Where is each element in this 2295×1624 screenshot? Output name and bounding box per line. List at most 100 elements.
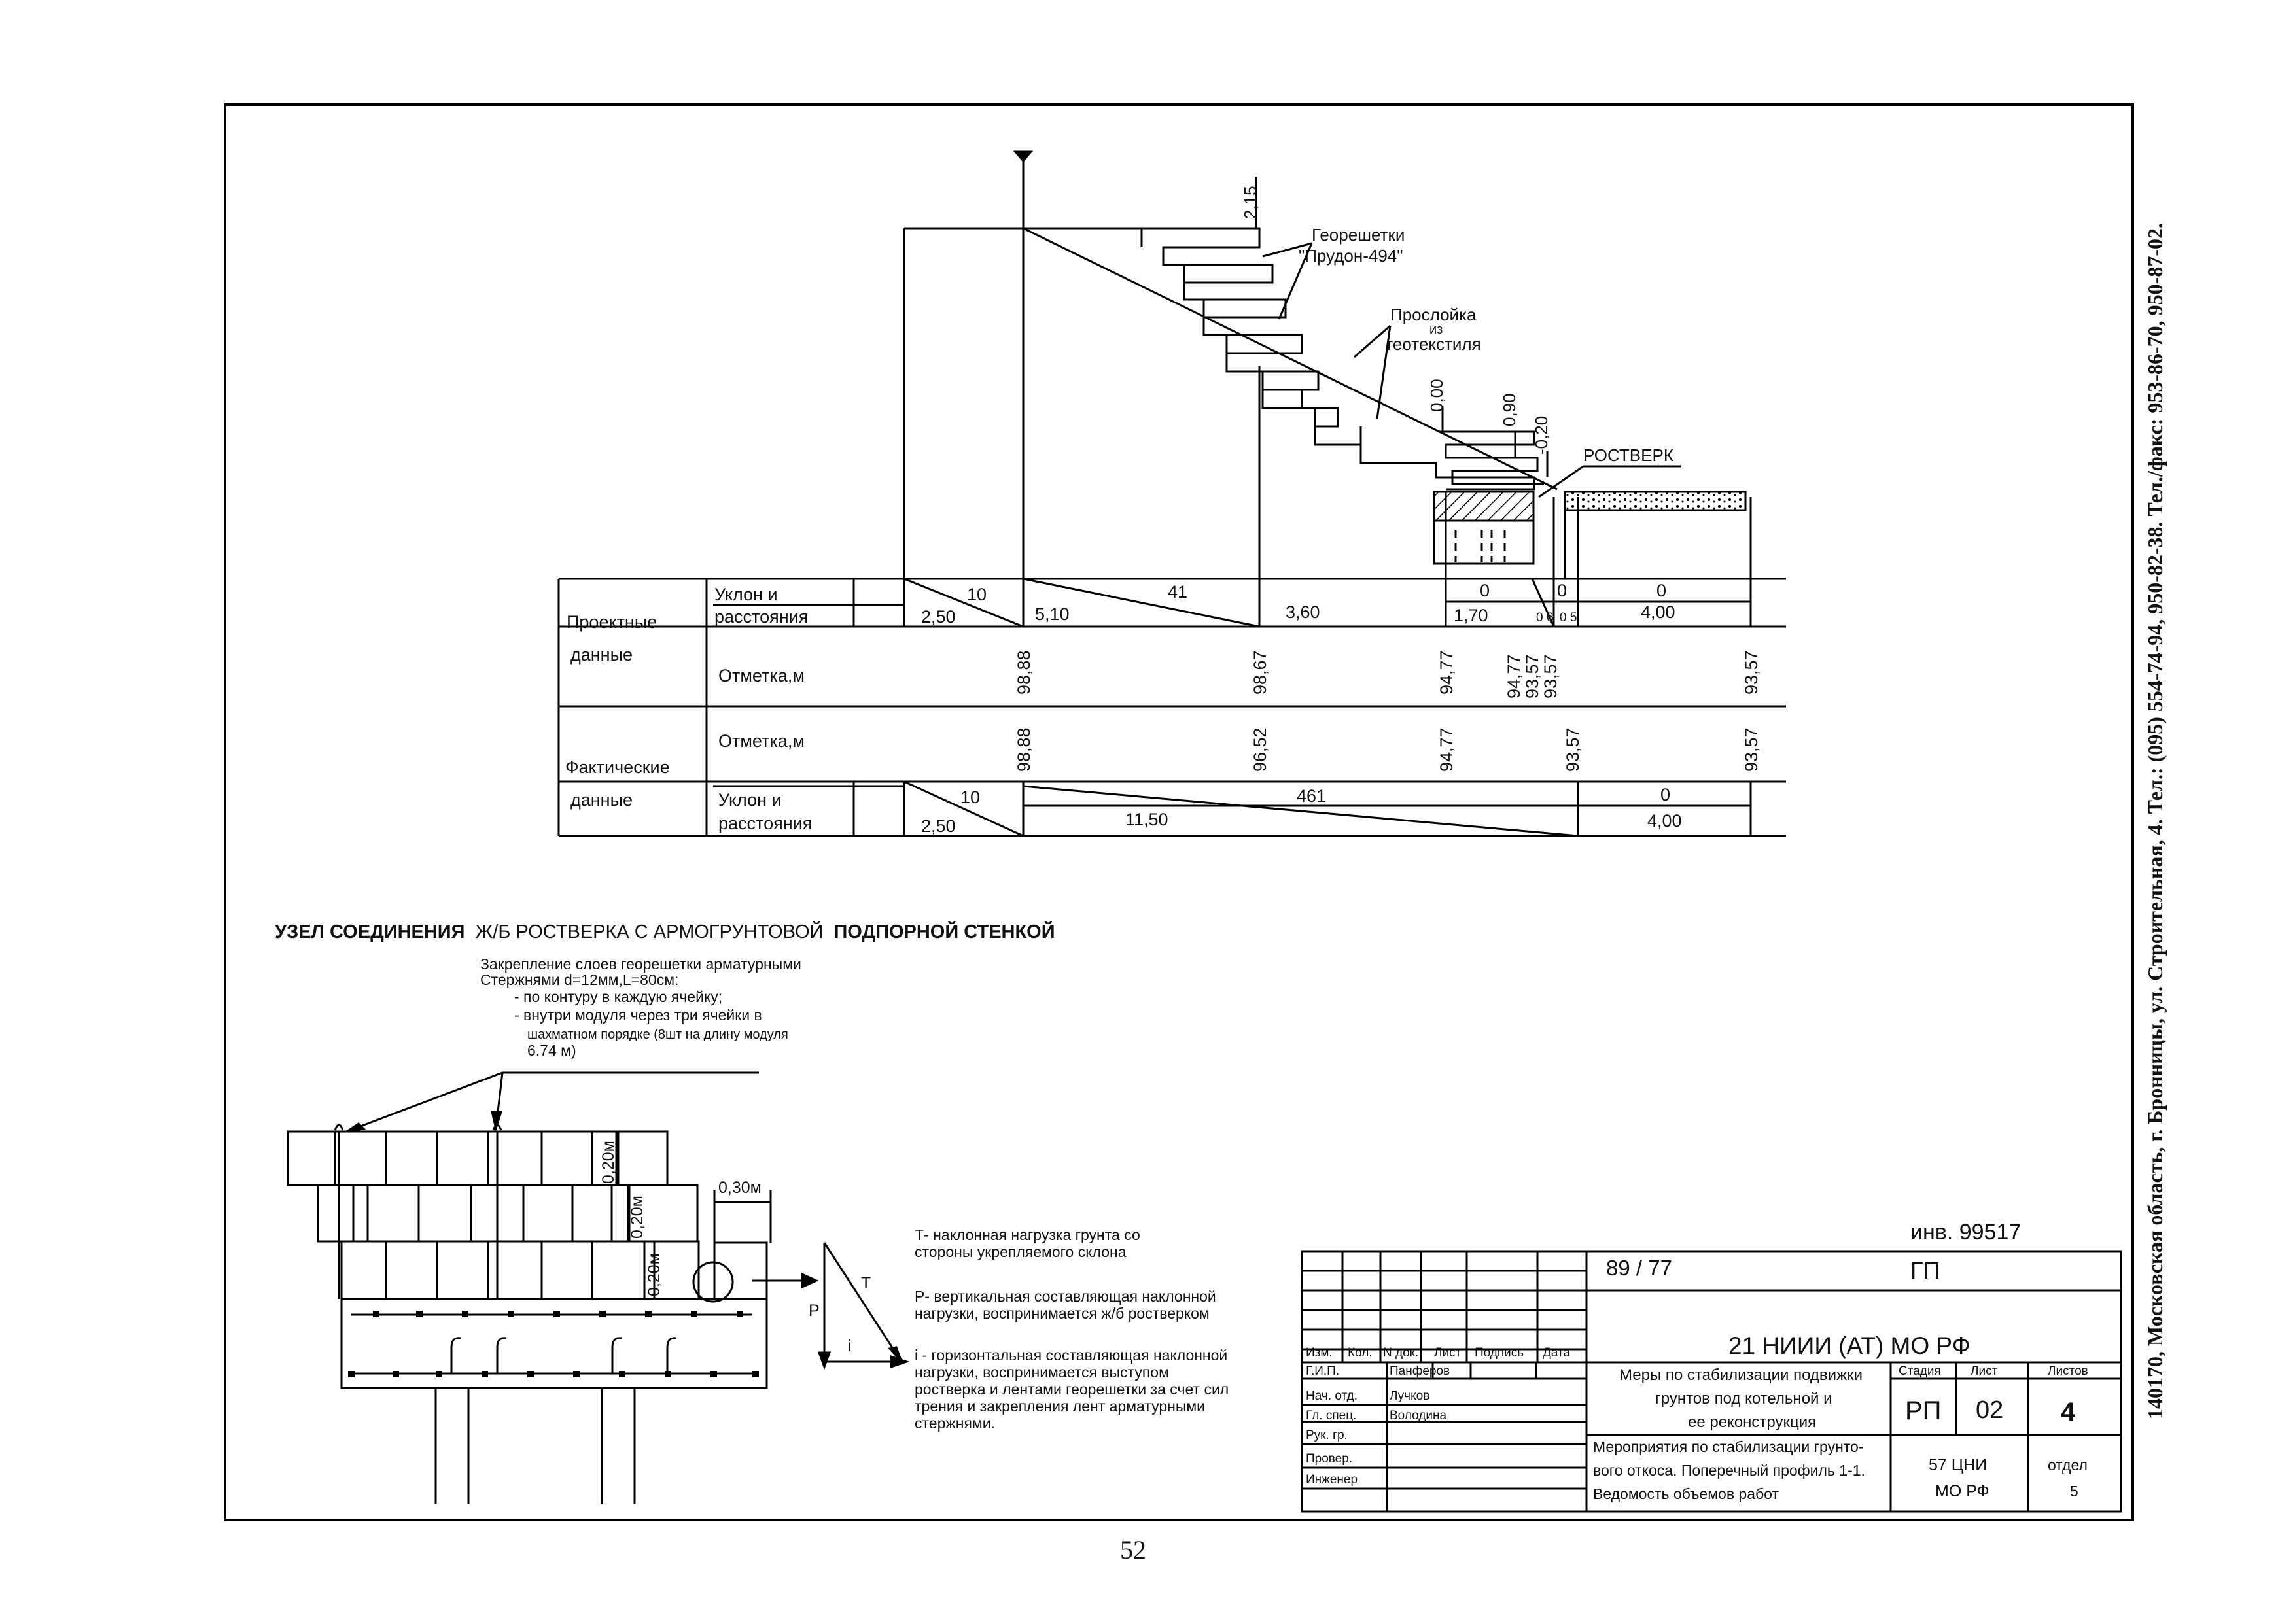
rebar-dots <box>348 1311 759 1377</box>
fact-slope-3: 0 <box>1660 785 1670 804</box>
role-gl-spec: Гл. спец. <box>1306 1409 1356 1423</box>
drawing-frame <box>224 103 2134 1521</box>
project-line-3: ее реконструкция <box>1688 1413 1816 1431</box>
name-gl-spec: Володина <box>1390 1409 1446 1423</box>
legend-p-1: Р- вертикальная составляющая наклонной <box>915 1288 1216 1305</box>
node-title-part3: ПОДПОРНОЙ СТЕНКОЙ <box>833 920 1055 942</box>
project-dist-1: 2,50 <box>921 607 956 627</box>
project-dist-4: 1,70 <box>1454 606 1488 625</box>
role-inzhener: Инженер <box>1306 1473 1358 1487</box>
listov-header: Листов <box>2048 1364 2088 1378</box>
slope-profile <box>903 150 1752 579</box>
list-header: Лист <box>1971 1364 1998 1378</box>
list-value: 02 <box>1976 1396 2003 1424</box>
col-podpis: Подпись <box>1475 1346 1524 1360</box>
fact-mark-1: 98,88 <box>1014 727 1034 772</box>
fact-mark-4: 93,57 <box>1563 727 1583 772</box>
group-fact-l2: данные <box>570 790 633 810</box>
project-dist-6: 0 5 <box>1560 611 1577 625</box>
project-mark-4: 94,77 <box>1504 654 1524 699</box>
sheet-line-1: Мероприятия по стабилизации грунто- <box>1593 1438 1864 1455</box>
fact-mark-2: 96,52 <box>1250 727 1270 772</box>
header-uklon-project-l2: расстояния <box>714 607 808 627</box>
vector-p-label: Р <box>809 1302 820 1320</box>
note-line-4: - внутри модуля через три ячейки в <box>514 1007 762 1024</box>
dim-label-minus-0-20: -0,20 <box>1532 416 1551 455</box>
label-prosloika: Прослойка <box>1390 305 1477 324</box>
legend-i-4: трения и закрепления лент арматурными <box>915 1398 1205 1415</box>
node-title-part1: УЗЕЛ СОЕДИНЕНИЯ <box>275 922 465 942</box>
rostverk-block <box>1433 491 1747 579</box>
group-project-l1: Проектные <box>567 612 657 632</box>
fact-slope-2: 461 <box>1297 786 1326 806</box>
project-mark-7: 93,57 <box>1742 650 1761 695</box>
project-mark-3: 94,77 <box>1437 650 1456 695</box>
role-ruk-gr: Рук. гр. <box>1306 1428 1348 1442</box>
legend-t-1: Т- наклонная нагрузка грунта со <box>915 1226 1140 1243</box>
header-uklon-project-l1: Уклон и <box>714 585 778 604</box>
project-mark-2: 98,67 <box>1250 650 1270 695</box>
label-georeshetki: Георешетки <box>1312 225 1405 245</box>
org-code-line-1: 57 ЦНИ <box>1929 1456 1987 1474</box>
label-prudon: "Прудон-494" <box>1299 246 1403 266</box>
vector-t-label: Т <box>861 1274 871 1292</box>
col-data: Дата <box>1543 1346 1571 1360</box>
role-nach-otd: Нач. отд. <box>1306 1389 1358 1403</box>
project-dist-7: 4,00 <box>1641 602 1675 622</box>
listov-value: 4 <box>2061 1398 2076 1426</box>
project-line-1: Меры по стабилизации подвижки <box>1619 1366 1863 1384</box>
doc-gp: ГП <box>1910 1257 1940 1284</box>
profile-table-grid <box>557 578 1786 837</box>
label-iz: из <box>1429 322 1443 337</box>
col-ndok: N док. <box>1383 1346 1418 1360</box>
header-otmetka-fact: Отметка,м <box>718 731 805 751</box>
project-mark-6: 93,57 <box>1541 654 1560 699</box>
col-kol: Кол. <box>1348 1346 1373 1360</box>
legend-t-2: стороны укрепляемого склона <box>915 1243 1127 1260</box>
note-line-1: Закрепление слоев георешетки арматурными <box>480 956 801 973</box>
project-slope-5: 0 <box>1656 581 1666 600</box>
sheet-line-2: вого откоса. Поперечный профиль 1-1. <box>1593 1462 1865 1479</box>
project-slope-1: 10 <box>967 585 987 604</box>
stadiya-value: РП <box>1905 1396 1941 1425</box>
project-slope-4: 0 <box>1557 581 1567 600</box>
node-dims: 0,20м 0,20м 0,20м 0,30м Т Р i <box>599 1141 871 1355</box>
fact-slope-1: 10 <box>960 787 980 807</box>
legend-i-2: нагрузки, воспринимается выступом <box>915 1364 1169 1381</box>
doc-number: 89 / 77 <box>1606 1256 1672 1280</box>
force-legend: Т- наклонная нагрузка грунта со стороны … <box>915 1226 1229 1432</box>
col-izm: Изм. <box>1306 1346 1333 1360</box>
title-block-grid <box>1301 1250 2122 1513</box>
project-mark-1: 98,88 <box>1014 650 1034 695</box>
name-nach-otd: Лучков <box>1390 1389 1429 1403</box>
header-otmetka-project: Отметка,м <box>718 666 805 685</box>
fact-mark-3: 94,77 <box>1437 727 1456 772</box>
vector-i-label: i <box>848 1337 852 1355</box>
dim-c-label: 0,20м <box>645 1253 663 1296</box>
header-uklon-fact-l1: Уклон и <box>718 790 782 810</box>
node-drawing <box>287 1071 910 1504</box>
col-list: Лист <box>1434 1346 1462 1360</box>
dim-label-0-00: 0,00 <box>1427 379 1446 412</box>
project-dist-5: 0 6 <box>1536 611 1553 625</box>
side-address-text: 140170, Московская область, г. Бронницы,… <box>2143 223 2167 1419</box>
project-slope-3: 0 <box>1480 581 1490 600</box>
dim-b-label: 0,20м <box>628 1196 646 1239</box>
header-uklon-fact-l2: расстояния <box>718 814 812 833</box>
fact-dist-2: 11,50 <box>1125 810 1168 829</box>
sheet-line-3: Ведомость объемов работ <box>1593 1485 1779 1502</box>
note-line-6: 6.74 м) <box>527 1042 576 1059</box>
label-rostverk: РОСТВЕРК <box>1583 445 1673 465</box>
group-fact-l1: Фактические <box>565 757 670 777</box>
legend-i-5: стержнями. <box>915 1415 995 1432</box>
otdel-line-1: отдел <box>2048 1457 2088 1474</box>
node-title: УЗЕЛ СОЕДИНЕНИЯ Ж/Б РОСТВЕРКА С АРМОГРУН… <box>275 920 1055 942</box>
role-prover: Провер. <box>1306 1452 1352 1466</box>
role-gip: Г.И.П. <box>1306 1364 1339 1378</box>
project-slope-2: 41 <box>1168 582 1187 602</box>
stadiya-header: Стадия <box>1899 1364 1941 1378</box>
profile-labels: 2,15 0,00 0,90 -0,20 Георешетки "Прудон-… <box>1240 186 1673 465</box>
inv-number: инв. 99517 <box>1910 1220 2021 1245</box>
project-dist-2: 5,10 <box>1035 604 1070 624</box>
